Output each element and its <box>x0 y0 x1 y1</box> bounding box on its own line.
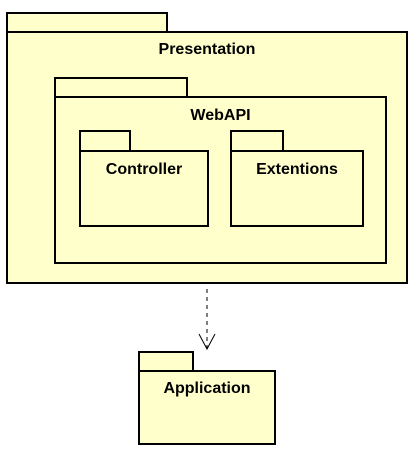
open-arrowhead <box>198 333 216 351</box>
presentation-package-tab <box>6 12 168 33</box>
webapi-package-label: WebAPI <box>190 107 251 124</box>
extentions-package-label: Extentions <box>256 161 338 178</box>
extentions-package-tab <box>230 130 284 152</box>
extentions-package[interactable]: Extentions <box>230 150 364 227</box>
presentation-package-label: Presentation <box>158 41 256 58</box>
application-package[interactable]: Application <box>138 370 276 445</box>
webapi-package-tab <box>54 77 188 98</box>
controller-package-label: Controller <box>105 161 183 178</box>
controller-package-tab <box>79 130 131 152</box>
controller-package[interactable]: Controller <box>79 150 209 227</box>
application-package-label: Application <box>163 380 251 397</box>
